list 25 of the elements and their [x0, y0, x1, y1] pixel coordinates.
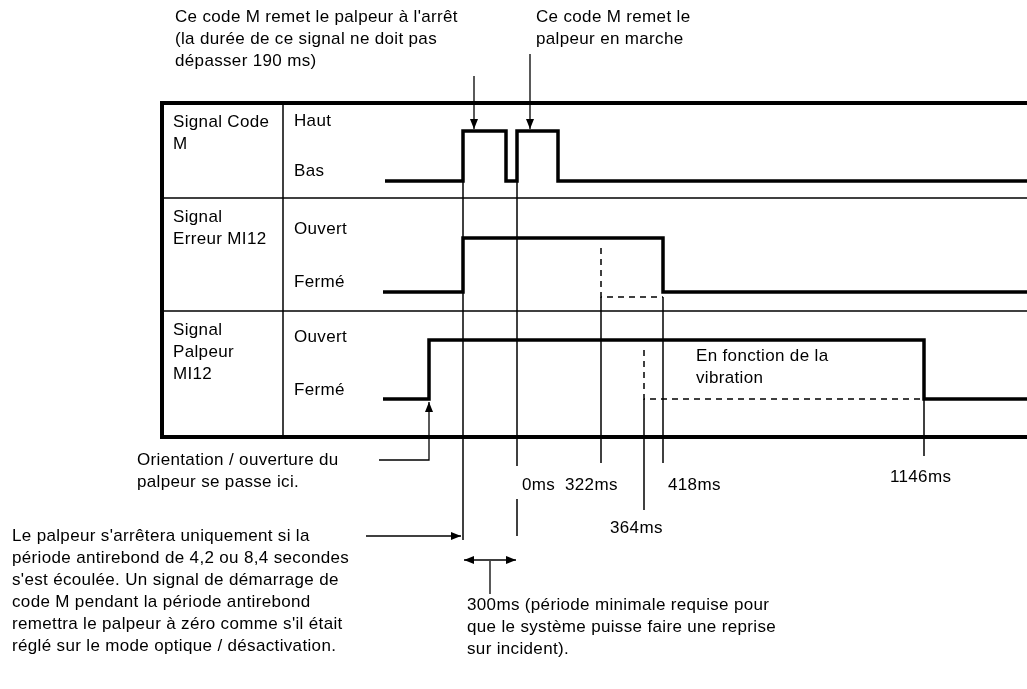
- annotation-text: En fonction de la vibration: [696, 345, 830, 389]
- row-header-cell: Signal Palpeur MI12: [162, 311, 283, 437]
- level-label: Fermé: [294, 271, 345, 293]
- time-label: 418ms: [668, 474, 721, 496]
- leader-line: [378, 401, 433, 461]
- callout-text: Ce code M remet le palpeur en marche: [536, 6, 741, 52]
- level-label: Bas: [294, 160, 325, 182]
- callout-text: Ce code M remet le palpeur à l'arrêt (la durée de ce signal ne doit pas dépasser 190 ms): [175, 6, 460, 74]
- row-header-cell: Signal Code M: [162, 103, 283, 198]
- leader-line: [489, 560, 491, 595]
- callout-text: Orientation / ouverture du palpeur se passe ici.: [137, 449, 377, 495]
- level-label: Ouvert: [294, 218, 348, 240]
- time-label: 364ms: [610, 517, 663, 539]
- level-label: Ouvert: [294, 326, 348, 348]
- time-label: 322ms: [565, 474, 618, 496]
- level-label: Fermé: [294, 379, 345, 401]
- leader-line: [365, 532, 462, 540]
- callout-text: Le palpeur s'arrêtera uniquement si la période antirebond de 4,2 ou 8,4 secondes s'est écoulée. Un signal de démarrage de code M pendant la période antirebond remettra le palpeur à zéro comme s'il était réglé sur le mode optique / désactivation.: [12, 525, 364, 657]
- row-header-cell: Signal Erreur MI12: [162, 198, 283, 311]
- leader-line: [526, 53, 534, 130]
- leader-line: [470, 75, 478, 130]
- callout-text: 300ms (période minimale requise pour que le système puisse faire une reprise sur incident).: [467, 594, 802, 660]
- time-label: 0ms: [522, 474, 556, 496]
- level-label: Haut: [294, 110, 332, 132]
- time-label: 1146ms: [890, 466, 952, 488]
